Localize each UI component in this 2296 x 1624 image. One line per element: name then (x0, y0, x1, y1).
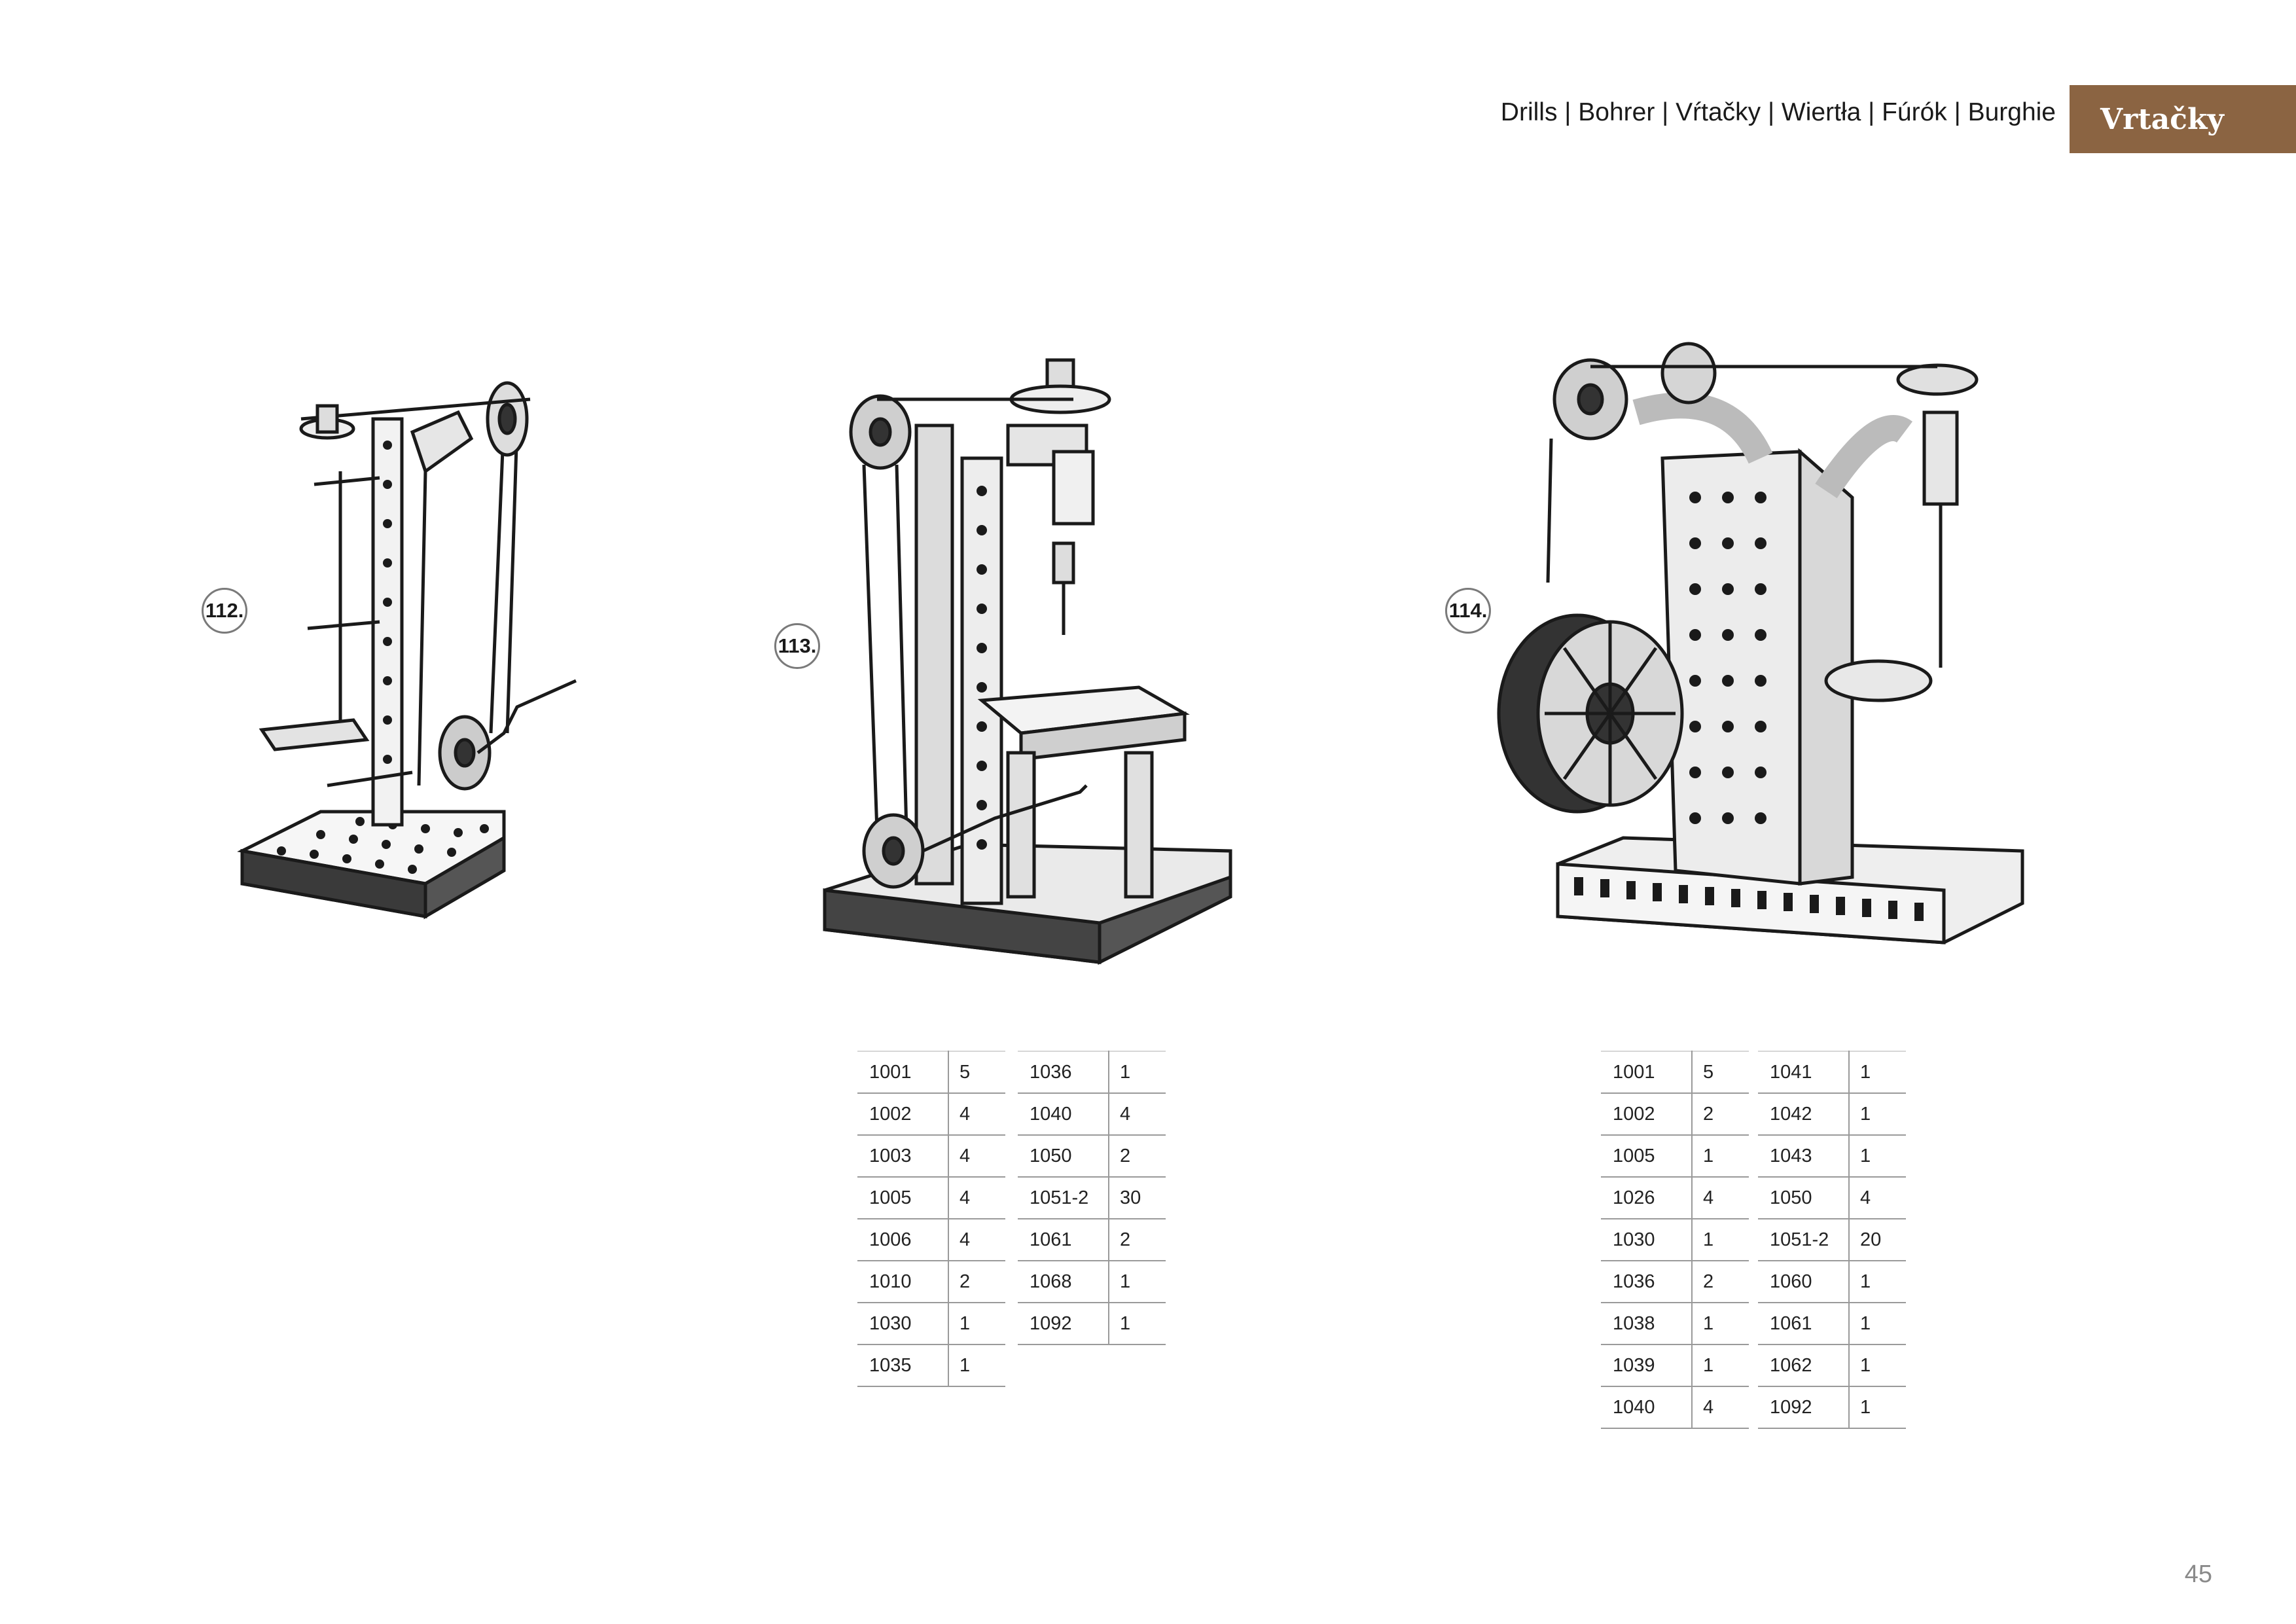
model-number-badge: 112. (202, 588, 247, 634)
drill-model-113-illustration (785, 334, 1244, 975)
drill-model-112-illustration (229, 367, 596, 943)
page-number: 45 (2184, 1561, 2212, 1588)
chapter-tab: Vrtačky (2070, 85, 2296, 153)
model-number-badge: 113. (774, 623, 820, 669)
drill-model-114-illustration (1486, 327, 2042, 956)
chapter-tab-label: Vrtačky (2100, 102, 2224, 136)
model-number-badge: 114. (1445, 588, 1491, 634)
chapter-subtitle: Drills | Bohrer | Vŕtačky | Wiertła | Fú… (1500, 98, 2056, 126)
